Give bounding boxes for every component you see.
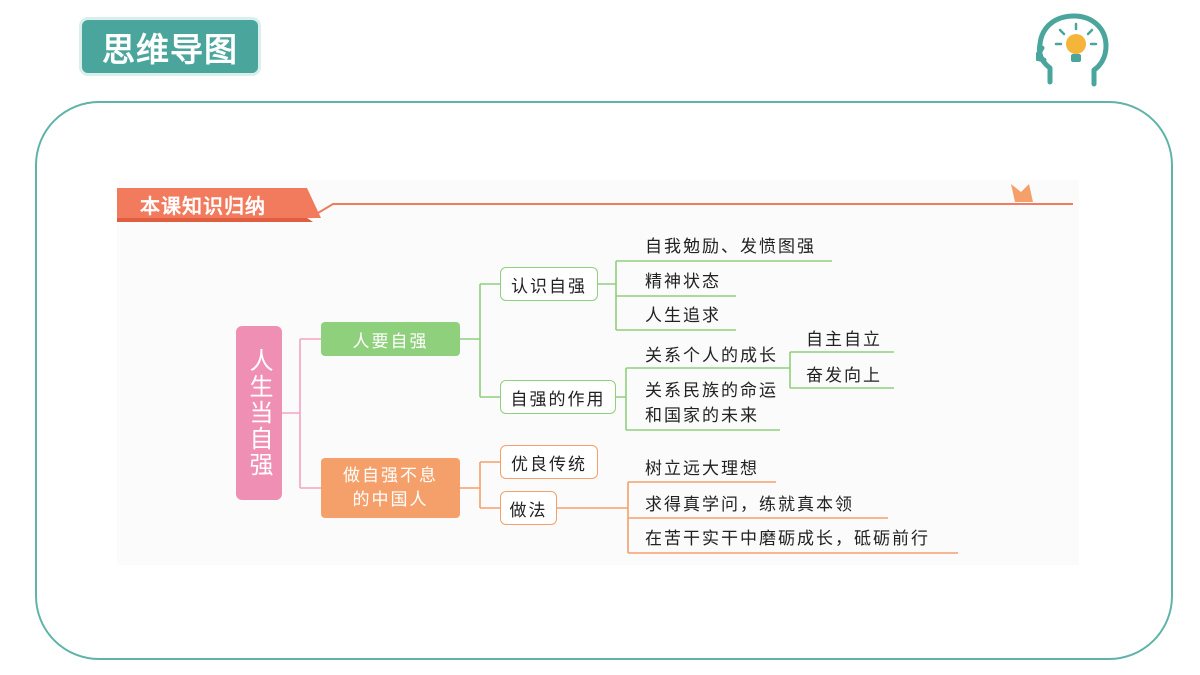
leaf-true-knowledge: 求得真学问，练就真本领 — [645, 495, 854, 515]
branch-chinese-people-node: 做自强不息 的中国人 — [321, 458, 460, 518]
leaf-nation-destiny-line2: 和国家的未来 — [645, 406, 759, 426]
branch-chinese-people-line2: 的中国人 — [352, 490, 429, 510]
branch-self-strength-node: 人要自强 — [321, 322, 460, 356]
node-fine-tradition: 优良传统 — [500, 445, 598, 479]
leaf-mental-state: 精神状态 — [645, 272, 721, 292]
leaf-hard-work-growth: 在苦干实干中磨砺成长，砥砺前行 — [645, 529, 930, 549]
leaf-self-reliance: 自主自立 — [806, 330, 882, 350]
branch-chinese-people-line1: 做自强不息 — [343, 466, 438, 486]
leaf-encourage-oneself: 自我勉励、发愤图强 — [645, 237, 816, 257]
node-methods: 做法 — [500, 491, 557, 525]
leaf-life-pursuit: 人生追求 — [645, 306, 721, 326]
node-role-of-self-strength: 自强的作用 — [500, 380, 616, 414]
mindmap-root-node: 人生当自强 — [236, 326, 282, 500]
leaf-personal-growth: 关系个人的成长 — [645, 346, 778, 366]
leaf-nation-destiny-line1: 关系民族的命运 — [645, 381, 778, 401]
section-banner — [117, 184, 1073, 222]
head-lightbulb-icon — [1036, 13, 1109, 87]
page-title: 思维导图 — [82, 20, 258, 73]
section-banner-label: 本课知识归纳 — [140, 194, 266, 218]
leaf-lofty-ideals: 树立远大理想 — [645, 459, 759, 479]
leaf-strive-upward: 奋发向上 — [806, 366, 882, 386]
node-understand-self-strength: 认识自强 — [500, 267, 598, 301]
